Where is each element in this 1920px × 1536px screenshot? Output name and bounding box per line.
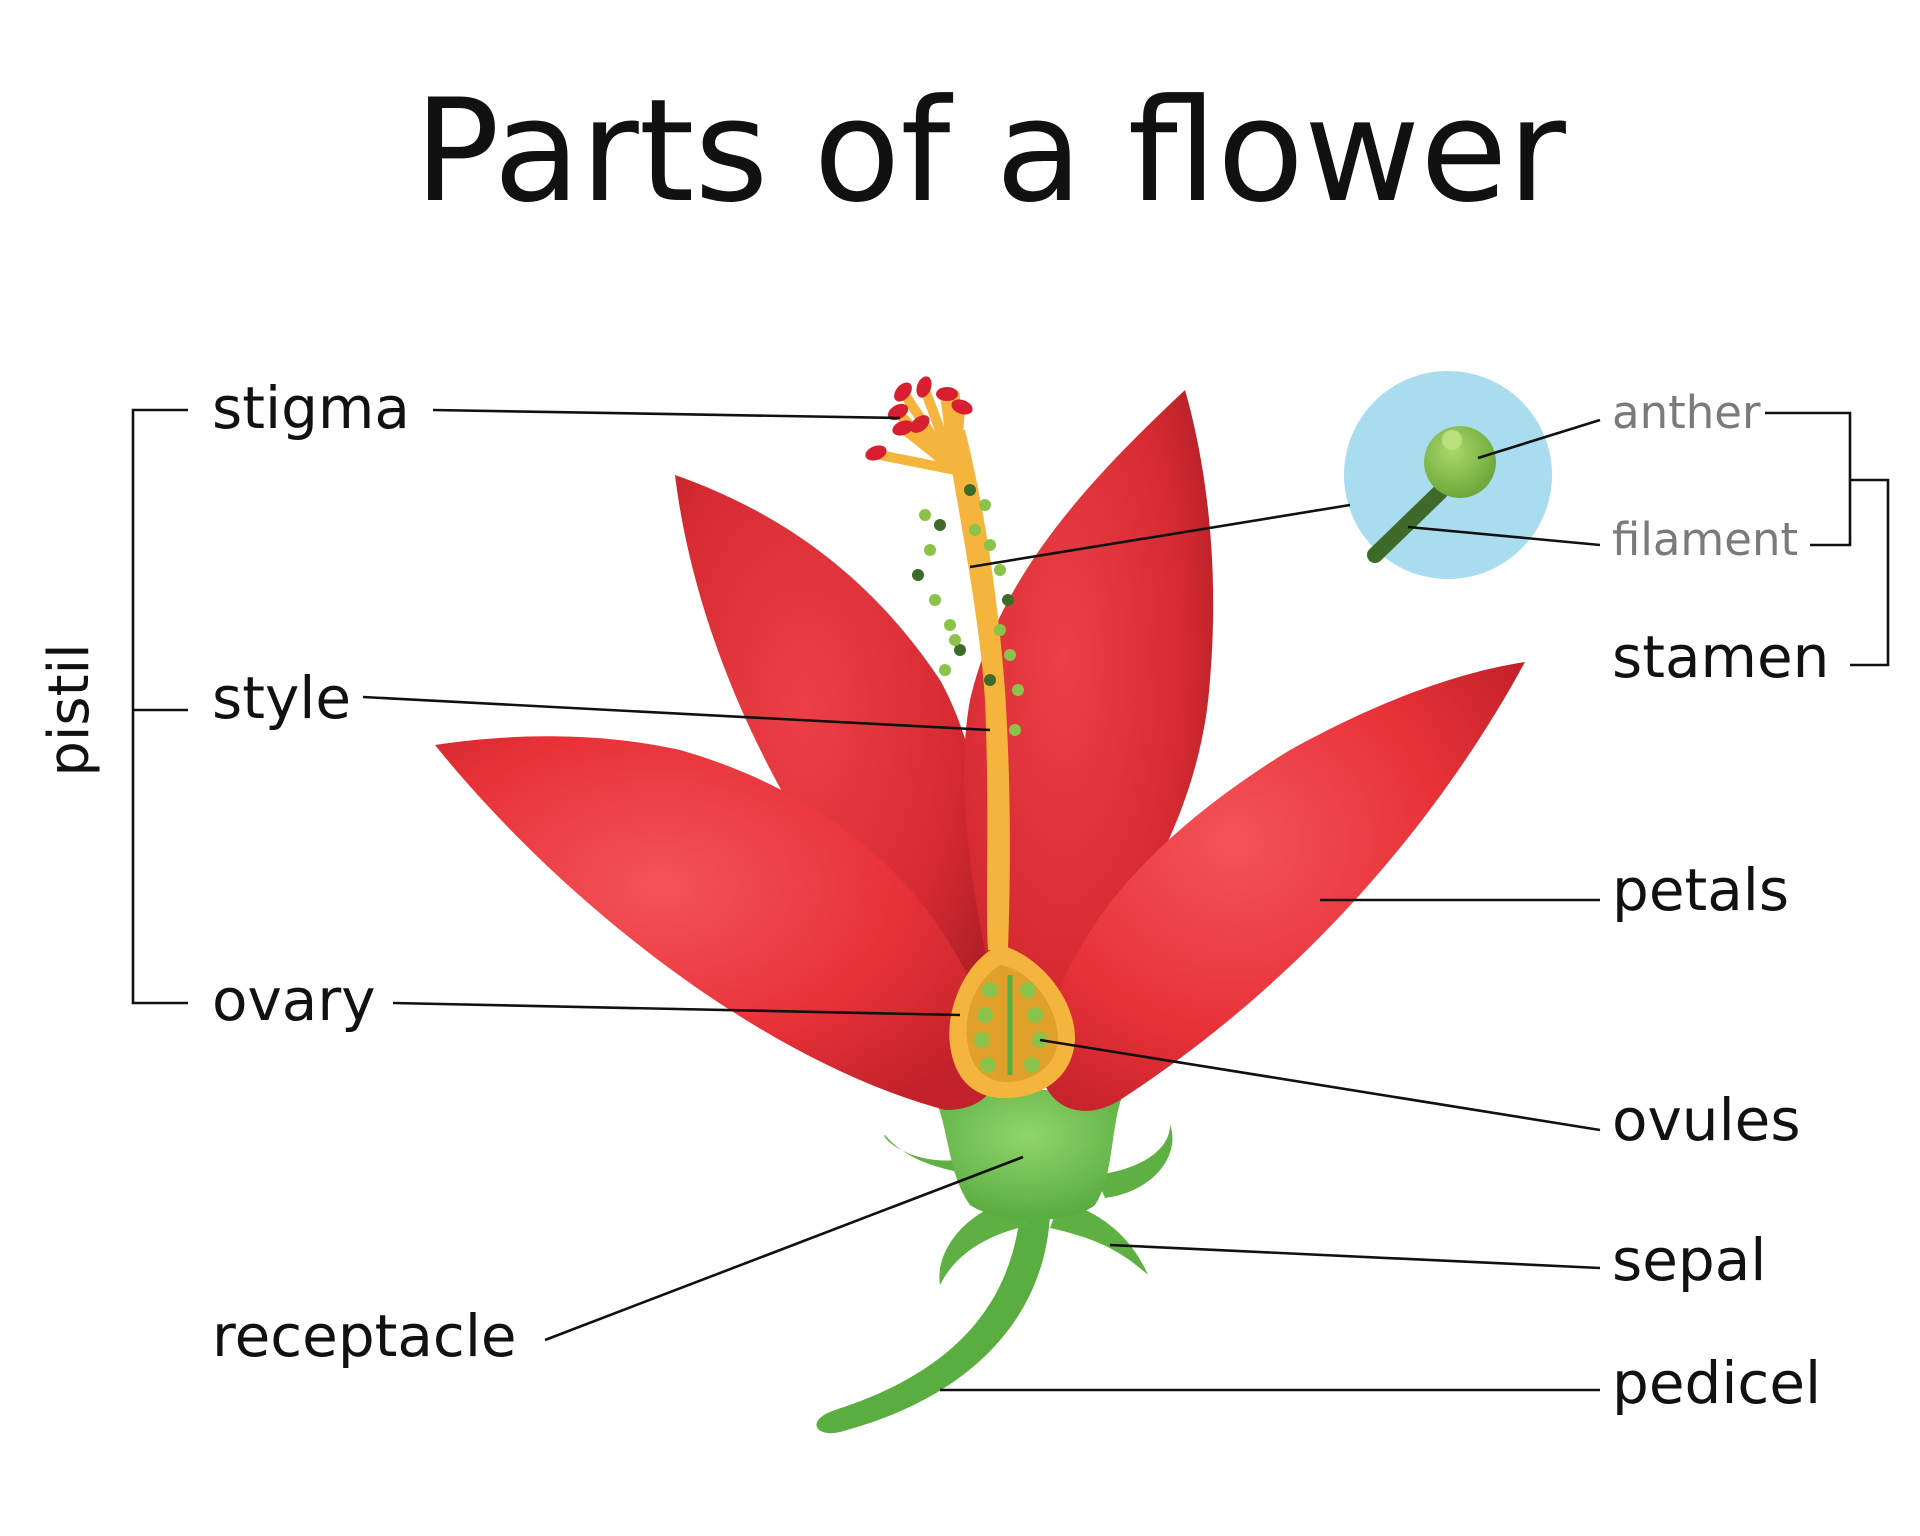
leader-ovary bbox=[392, 1001, 961, 1017]
anther-highlight bbox=[1442, 430, 1462, 450]
petal-front-right bbox=[1040, 662, 1525, 1111]
label-pedicel: pedicel bbox=[1612, 1349, 1821, 1417]
label-pistil: pistil bbox=[37, 643, 102, 776]
stamens-cluster bbox=[912, 484, 1024, 736]
page-title: Parts of a flower bbox=[414, 69, 1566, 234]
leader-filament bbox=[1407, 525, 1601, 547]
ovules-group bbox=[974, 975, 1048, 1075]
leader-style bbox=[362, 695, 991, 732]
pistil-bracket bbox=[131, 408, 188, 1005]
leader-receptacle bbox=[544, 1155, 1024, 1342]
sepal-lower-right bbox=[1050, 1200, 1148, 1275]
label-style: style bbox=[212, 664, 351, 732]
leader-ovules bbox=[1039, 1038, 1601, 1132]
receptacle-shape bbox=[930, 1090, 1125, 1220]
sepal-right bbox=[1095, 1125, 1173, 1198]
leader-stigma bbox=[432, 408, 901, 420]
leader-stamen bbox=[969, 503, 1351, 569]
sepal-lower-left bbox=[939, 1200, 1030, 1285]
label-anther: anther bbox=[1612, 386, 1761, 439]
label-sepal: sepal bbox=[1612, 1226, 1766, 1294]
label-stigma: stigma bbox=[212, 374, 410, 442]
pedicel-stem bbox=[816, 1215, 1050, 1434]
stamen-bracket bbox=[1850, 478, 1890, 667]
anther-shape bbox=[1424, 426, 1496, 498]
leader-sepal bbox=[1109, 1243, 1601, 1270]
leader-anther bbox=[1477, 418, 1601, 460]
style-shape bbox=[945, 430, 1010, 950]
filament-shape bbox=[1367, 484, 1448, 563]
label-receptacle: receptacle bbox=[212, 1302, 517, 1370]
label-ovules: ovules bbox=[1612, 1086, 1801, 1154]
label-filament: filament bbox=[1612, 513, 1798, 566]
petal-back-right bbox=[964, 390, 1214, 1060]
label-petals: petals bbox=[1612, 856, 1789, 924]
label-ovary: ovary bbox=[212, 966, 376, 1034]
petal-front-left bbox=[435, 736, 998, 1110]
label-stamen: stamen bbox=[1612, 623, 1829, 691]
stigma-group bbox=[865, 376, 973, 475]
